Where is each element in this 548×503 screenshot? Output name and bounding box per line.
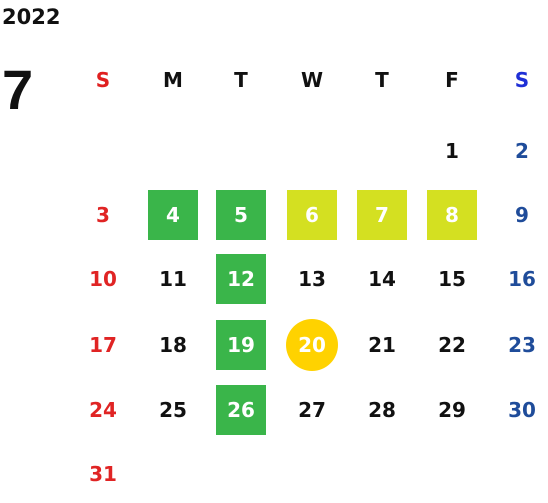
weekday-header-tue: T (234, 68, 248, 92)
weekday-header-wed: W (300, 68, 324, 92)
day-cell-10[interactable]: 10 (89, 267, 117, 291)
day-cell-17[interactable]: 17 (89, 333, 117, 357)
weekday-header-thu: T (375, 68, 389, 92)
day-cell-13[interactable]: 13 (298, 267, 326, 291)
day-cell-9[interactable]: 9 (515, 203, 529, 227)
day-cell-8[interactable]: 8 (427, 190, 477, 240)
day-cell-3[interactable]: 3 (96, 203, 110, 227)
day-cell-16[interactable]: 16 (508, 267, 536, 291)
day-cell-20[interactable]: 20 (286, 319, 338, 371)
day-cell-6[interactable]: 6 (287, 190, 337, 240)
day-cell-12[interactable]: 12 (216, 254, 266, 304)
day-cell-5[interactable]: 5 (216, 190, 266, 240)
day-cell-31[interactable]: 31 (89, 462, 117, 486)
day-cell-1[interactable]: 1 (445, 139, 459, 163)
day-cell-23[interactable]: 23 (508, 333, 536, 357)
day-cell-22[interactable]: 22 (438, 333, 466, 357)
day-cell-4[interactable]: 4 (148, 190, 198, 240)
day-cell-29[interactable]: 29 (438, 398, 466, 422)
year-label: 2022 (2, 5, 61, 29)
weekday-header-sun: S (95, 68, 111, 92)
day-cell-24[interactable]: 24 (89, 398, 117, 422)
day-cell-27[interactable]: 27 (298, 398, 326, 422)
day-cell-11[interactable]: 11 (159, 267, 187, 291)
day-cell-15[interactable]: 15 (438, 267, 466, 291)
day-cell-28[interactable]: 28 (368, 398, 396, 422)
month-number: 7 (2, 58, 34, 121)
day-cell-7[interactable]: 7 (357, 190, 407, 240)
day-cell-21[interactable]: 21 (368, 333, 396, 357)
weekday-header-fri: F (445, 68, 459, 92)
day-cell-2[interactable]: 2 (515, 139, 529, 163)
day-cell-30[interactable]: 30 (508, 398, 536, 422)
day-cell-19[interactable]: 19 (216, 320, 266, 370)
day-cell-14[interactable]: 14 (368, 267, 396, 291)
weekday-header-sat: S (514, 68, 530, 92)
day-cell-25[interactable]: 25 (159, 398, 187, 422)
day-cell-26[interactable]: 26 (216, 385, 266, 435)
day-cell-18[interactable]: 18 (159, 333, 187, 357)
weekday-header-mon: M (163, 68, 183, 92)
